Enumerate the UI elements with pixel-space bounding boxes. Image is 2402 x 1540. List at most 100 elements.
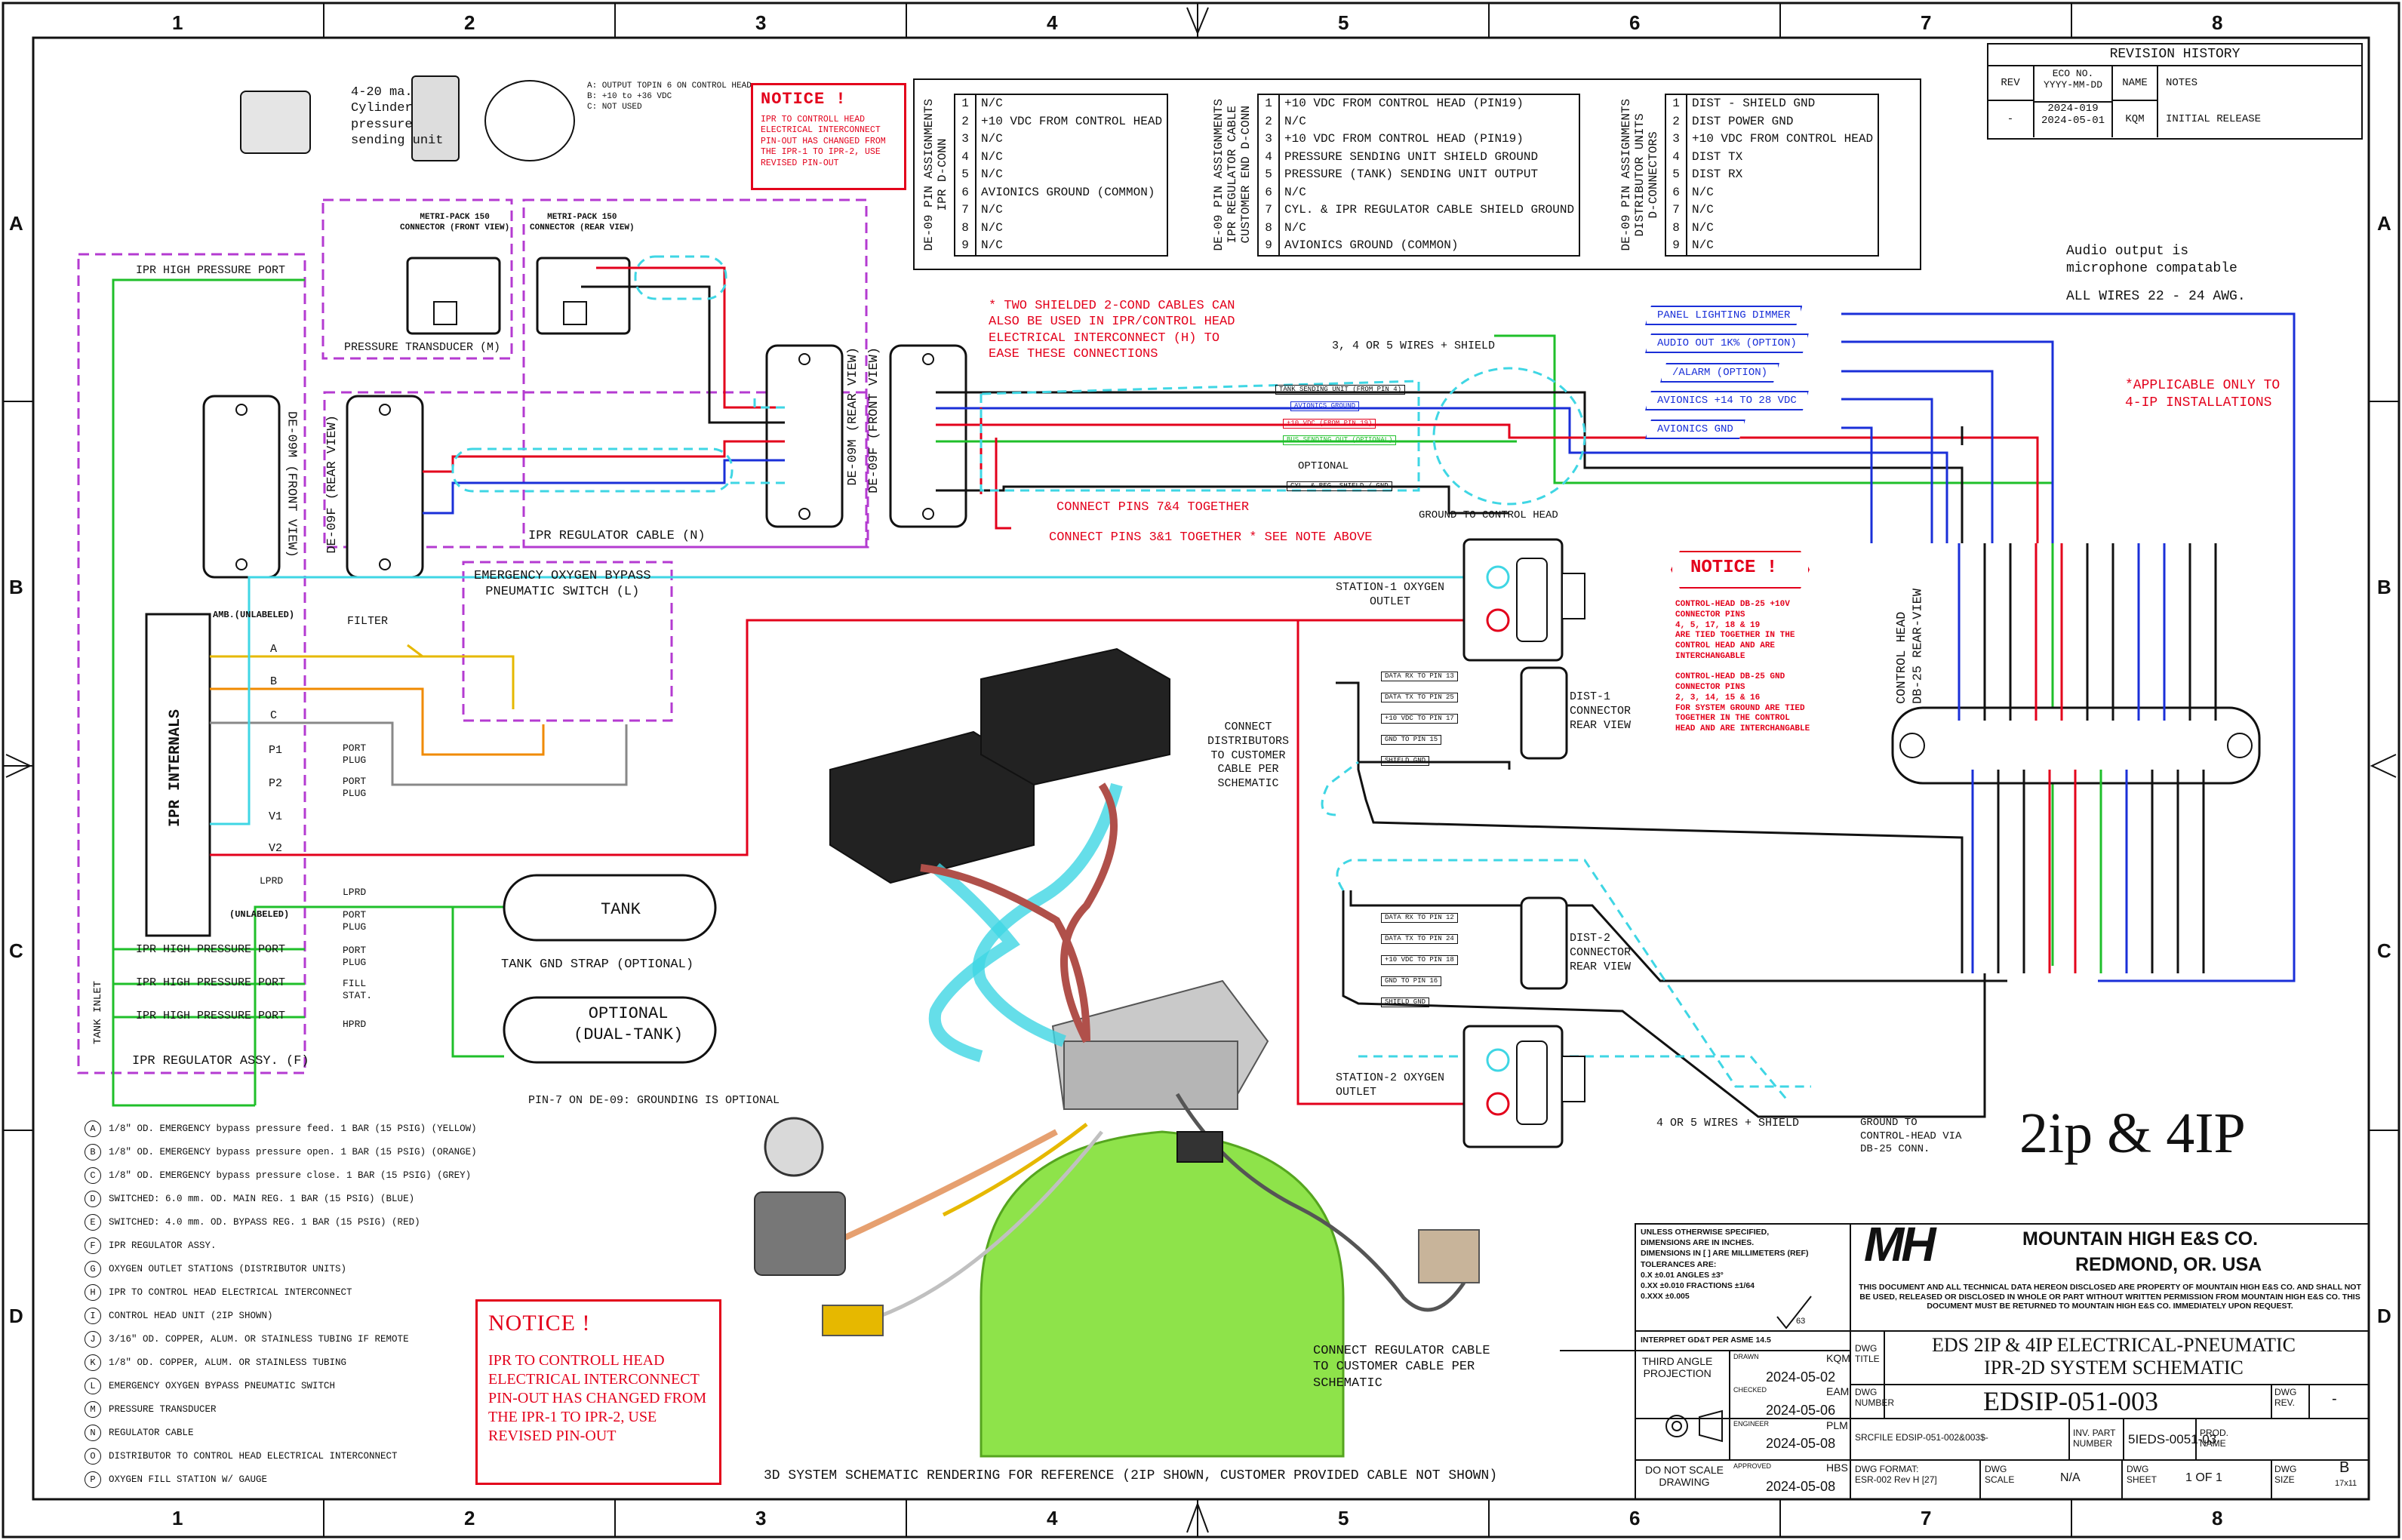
dwg-title: EDS 2IP & 4IP ELECTRICAL-PNEUMATIC IPR-2… xyxy=(1932,1334,2296,1379)
pin-cable-3: +10 VDC FROM CONTROL HEAD (PIN19) xyxy=(1284,132,1524,146)
rev-header-eco: ECO NO. YYYY-MM-DD xyxy=(2034,66,2113,103)
dist2-wire-4: GND TO PIN 16 xyxy=(1381,976,1442,987)
pin-ipr-7: N/C xyxy=(981,203,1003,217)
pin-dist-1: DIST - SHIELD GND xyxy=(1692,97,1816,110)
pin-tables-frame xyxy=(913,78,1921,270)
pin-cable-7: CYL. & IPR REGULATOR CABLE SHIELD GROUND xyxy=(1284,203,1575,217)
pin-dist-9: N/C xyxy=(1692,238,1714,252)
input-avionics-gnd: AVIONICS GND xyxy=(1645,420,1745,439)
port-v1: V1 xyxy=(269,810,283,823)
checked-name: EAM xyxy=(1826,1385,1850,1397)
de09f-front-label: DE-09F (FRONT VIEW) xyxy=(867,347,881,493)
drawn-label: DRAWN xyxy=(1733,1353,1759,1360)
pin-ipr-9: N/C xyxy=(981,238,1003,252)
dist2-wire-2: DATA TX TO PIN 24 xyxy=(1381,934,1458,945)
dwg-format: DWG FORMAT: ESR-002 Rev H [27] xyxy=(1855,1464,1937,1485)
port-a: A xyxy=(270,643,278,656)
row-label-d: D xyxy=(9,1305,23,1327)
pin-table-cable: DE-09 PIN ASSIGNMENTS IPR REGULATOR CABL… xyxy=(1207,94,1581,257)
row-label-a-right: A xyxy=(2377,212,2391,235)
srcfile: SRCFILE EDSIP-051-002&003$- xyxy=(1855,1432,1988,1443)
dist1-wire-5: SHIELD GND xyxy=(1381,756,1430,767)
pin-dist-7: N/C xyxy=(1692,203,1714,217)
dist1-wire-4: GND TO PIN 15 xyxy=(1381,735,1442,745)
transducer-pinout: A: OUTPUT TOPIN 6 ON CONTROL HEAD B: +10… xyxy=(587,81,752,112)
port-hp-2: IPR HIGH PRESSURE PORT xyxy=(136,943,286,956)
dwg-rev: - xyxy=(2332,1391,2337,1407)
wires-shield-label: 3, 4 OR 5 WIRES + SHIELD xyxy=(1332,340,1496,352)
all-wires-note: ALL WIRES 22 - 24 AWG. xyxy=(2066,289,2246,304)
input-avionics-power: AVIONICS +14 TO 28 VDC xyxy=(1645,391,1809,410)
pin-cable-2: N/C xyxy=(1284,114,1306,128)
connect-74-note: CONNECT PINS 7&4 TOGETHER xyxy=(1056,500,1250,515)
two-shielded-note: * TWO SHIELDED 2-COND CABLES CAN ALSO BE… xyxy=(989,299,1235,361)
checked-date: 2024-05-06 xyxy=(1766,1403,1836,1418)
optional-label: OPTIONAL xyxy=(1298,460,1349,472)
drawn-name: KQM xyxy=(1826,1352,1850,1364)
notice-top: NOTICE ! IPR TO CONTROLL HEAD ELECTRICAL… xyxy=(751,83,906,190)
transducer-connector-drawing xyxy=(411,75,460,161)
pin-cable-9: AVIONICS GROUND (COMMON) xyxy=(1284,238,1459,252)
pressure-transducer-label: PRESSURE TRANSDUCER (M) xyxy=(344,341,501,354)
company-logo: MH xyxy=(1864,1217,1936,1271)
tank-label: TANK xyxy=(601,900,641,919)
dwg-sheet: 1 OF 1 xyxy=(2185,1471,2222,1484)
pin-ipr-5: N/C xyxy=(981,168,1003,181)
revision-history: REVISION HISTORY REV ECO NO. YYYY-MM-DD … xyxy=(1988,44,2362,139)
port-hp-3: IPR HIGH PRESSURE PORT xyxy=(136,976,286,989)
rev-row-rev: - xyxy=(1988,101,2034,137)
approved-label: APPROVED xyxy=(1733,1462,1772,1470)
pin-ipr-8: N/C xyxy=(981,220,1003,235)
inv-part: 5IEDS-0051-03 xyxy=(2128,1432,2217,1446)
do-not-scale: DO NOT SCALE DRAWING xyxy=(1645,1464,1724,1488)
disclaimer: THIS DOCUMENT AND ALL TECHNICAL DATA HER… xyxy=(1859,1283,2361,1311)
company-city: REDMOND, OR. USA xyxy=(2075,1254,2262,1275)
col-label-4-bottom: 4 xyxy=(1047,1507,1058,1529)
applicable-note: *APPLICABLE ONLY TO 4-IP INSTALLATIONS xyxy=(2125,378,2281,410)
pin-dist-3: +10 VDC FROM CONTROL HEAD xyxy=(1692,132,1874,146)
col-label-3-bottom: 3 xyxy=(755,1507,767,1529)
company-name: MOUNTAIN HIGH E&S CO. xyxy=(2022,1228,2259,1250)
col-label-1: 1 xyxy=(172,11,183,34)
station2-label: STATION-2 OXYGEN OUTLET xyxy=(1336,1071,1445,1099)
plug-p2: PORT PLUG xyxy=(343,776,367,800)
tag-tank-sending: TANK SENDING UNIT (FROM PIN 4) xyxy=(1275,385,1406,395)
metri-rear-label: METRI-PACK 150 CONNECTOR (REAR VIEW) xyxy=(530,213,635,232)
pin-cable-1: +10 VDC FROM CONTROL HEAD (PIN19) xyxy=(1284,97,1524,110)
col-label-6-bottom: 6 xyxy=(1629,1507,1641,1529)
ipr-reg-assy-label: IPR REGULATOR ASSY. (F) xyxy=(132,1054,309,1068)
pin-dist-4: DIST TX xyxy=(1692,149,1743,164)
rev-header-notes: NOTES xyxy=(2166,77,2198,89)
plug-hprd: HPRD xyxy=(343,1019,367,1030)
input-audio-out: AUDIO OUT 1K% (OPTION) xyxy=(1645,334,1809,353)
revision-title: REVISION HISTORY xyxy=(1988,44,2362,66)
render-caption: 3D SYSTEM SCHEMATIC RENDERING FOR REFERE… xyxy=(764,1468,1498,1483)
control-head-label: CONTROL HEAD DB-25 REAR-VIEW xyxy=(1895,589,1926,705)
pin-ipr-1: N/C xyxy=(981,97,1003,110)
filter-label: FILTER xyxy=(347,615,389,628)
dwg-sheet-label: DWG SHEET xyxy=(2127,1464,2157,1485)
port-c: C xyxy=(270,709,278,722)
tank-inlet-label: TANK INLET xyxy=(92,981,104,1045)
port-hp-top: IPR HIGH PRESSURE PORT xyxy=(136,264,286,277)
pin-ipr-6: AVIONICS GROUND (COMMON) xyxy=(981,185,1155,199)
wires-4or5-label: 4 OR 5 WIRES + SHIELD xyxy=(1656,1117,1800,1130)
row-label-a: A xyxy=(9,212,23,235)
station1-label: STATION-1 OXYGEN OUTLET xyxy=(1336,581,1445,608)
dist2-wire-3: +10 VDC TO PIN 18 xyxy=(1381,955,1458,966)
pin-ipr-3: N/C xyxy=(981,132,1003,146)
metri-front-label: METRI-PACK 150 CONNECTOR (FRONT VIEW) xyxy=(400,213,510,232)
engineer-label: ENGINEER xyxy=(1733,1420,1770,1428)
tolerances: UNLESS OTHERWISE SPECIFIED, DIMENSIONS A… xyxy=(1641,1228,1809,1302)
pin-dist-6: N/C xyxy=(1692,185,1714,199)
